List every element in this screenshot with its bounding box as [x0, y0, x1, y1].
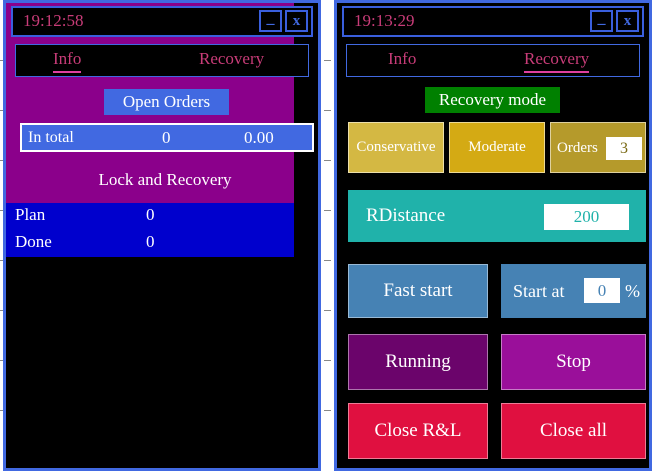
- axis-tick: [324, 160, 331, 161]
- axis-tick: [324, 110, 331, 111]
- close-all-button[interactable]: Close all: [501, 403, 646, 459]
- clock-label: 19:13:29: [354, 11, 415, 30]
- tab-info[interactable]: Info: [53, 49, 82, 73]
- minimize-button[interactable]: _: [259, 10, 282, 32]
- recovery-window: 19:13:29 _ x Info Recovery Recovery mode…: [334, 0, 652, 471]
- rdistance-label: RDistance: [366, 205, 446, 226]
- axis-tick: [324, 360, 331, 361]
- fast-start-button[interactable]: Fast start: [348, 264, 488, 318]
- open-orders-header[interactable]: Open Orders: [104, 89, 229, 115]
- tab-info[interactable]: Info: [388, 49, 417, 68]
- window-controls: _ x: [590, 10, 639, 32]
- close-rl-button[interactable]: Close R&L: [348, 403, 488, 459]
- plan-value: 0: [146, 205, 155, 224]
- in-total-label: In total: [28, 128, 74, 146]
- plan-label: Plan: [15, 205, 46, 224]
- titlebar: 19:13:29 _ x: [342, 6, 644, 37]
- window-controls: _ x: [259, 10, 308, 32]
- mode-button-moderate[interactable]: Moderate: [449, 122, 545, 173]
- done-label: Done: [15, 232, 52, 251]
- info-window: 19:12:58 _ x Info Recovery Open Orders I…: [3, 0, 321, 471]
- done-value: 0: [146, 232, 155, 251]
- in-total-amount: 0.00: [244, 127, 274, 147]
- summary-row-plan: Plan 0: [6, 203, 294, 230]
- running-button[interactable]: Running: [348, 334, 488, 390]
- close-button[interactable]: x: [616, 10, 639, 32]
- percent-unit-label: %: [625, 280, 640, 301]
- orders-label: Orders: [557, 140, 598, 156]
- close-icon: x: [292, 13, 301, 29]
- stop-button[interactable]: Stop: [501, 334, 646, 390]
- axis-tick: [324, 410, 331, 411]
- in-total-count: 0: [162, 127, 171, 147]
- tab-recovery[interactable]: Recovery: [199, 49, 265, 68]
- lock-and-recovery-header[interactable]: Lock and Recovery: [83, 166, 247, 193]
- recovery-mode-header: Recovery mode: [425, 87, 560, 113]
- close-button[interactable]: x: [285, 10, 308, 32]
- tab-bar: Info Recovery: [346, 44, 640, 77]
- orders-input[interactable]: 3: [606, 137, 642, 160]
- rdistance-field: RDistance 200: [348, 190, 646, 242]
- start-at-field: Start at 0 %: [501, 264, 646, 318]
- close-icon: x: [623, 13, 632, 29]
- in-total-row: In total 0 0.00: [20, 123, 314, 152]
- minimize-button[interactable]: _: [590, 10, 613, 32]
- start-at-input[interactable]: 0: [584, 278, 620, 303]
- tab-bar: Info Recovery: [15, 44, 309, 77]
- orders-field[interactable]: Orders 3: [550, 122, 646, 173]
- axis-tick: [324, 210, 331, 211]
- axis-tick: [324, 60, 331, 61]
- minimize-icon: _: [597, 10, 606, 27]
- rdistance-input[interactable]: 200: [544, 204, 629, 230]
- summary-panel: Plan 0 Done 0: [6, 203, 294, 257]
- minimize-icon: _: [266, 10, 275, 27]
- tab-recovery[interactable]: Recovery: [524, 49, 590, 73]
- titlebar: 19:12:58 _ x: [11, 6, 313, 37]
- axis-tick: [324, 260, 331, 261]
- mode-button-conservative[interactable]: Conservative: [348, 122, 444, 173]
- start-at-label: Start at: [513, 280, 565, 301]
- summary-row-done: Done 0: [6, 230, 294, 257]
- axis-tick: [324, 310, 331, 311]
- clock-label: 19:12:58: [23, 11, 84, 30]
